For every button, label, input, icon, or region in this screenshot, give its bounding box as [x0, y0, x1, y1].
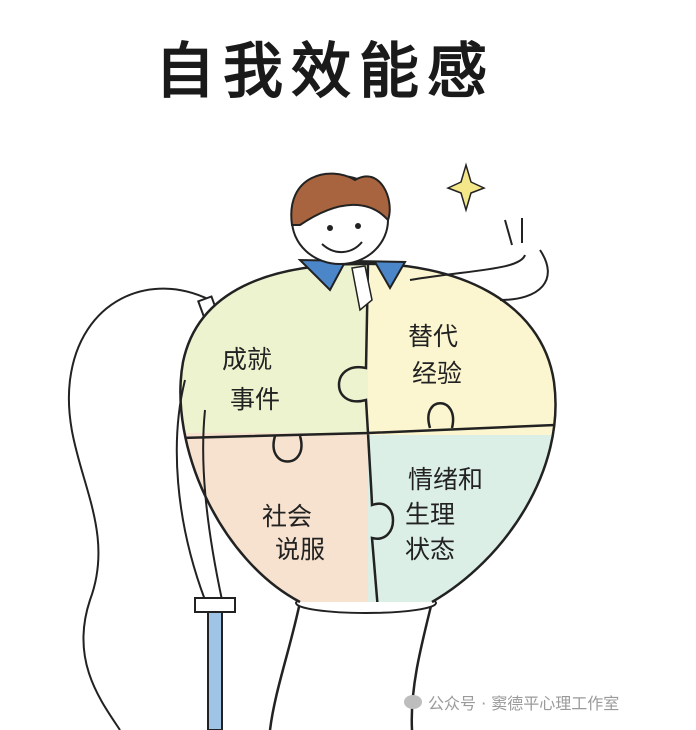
pump-handle	[194, 597, 236, 613]
watermark-text: 公众号 · 窦德平心理工作室	[428, 694, 620, 713]
puzzle-lines	[180, 263, 556, 602]
label-persuasion-1: 社会	[262, 502, 312, 531]
bulb-neck	[268, 601, 434, 730]
page-title: 自我效能感	[155, 37, 495, 107]
hair	[290, 172, 391, 226]
watermark: 公众号 · 窦德平心理工作室	[404, 690, 619, 714]
puzzle-knob	[427, 402, 455, 429]
piece-bottom-right	[368, 435, 556, 602]
label-achievement-1: 成就	[222, 345, 272, 374]
shirt-collar	[297, 258, 407, 292]
label-emotional-2: 生理	[405, 500, 455, 529]
label-vicarious-1: 替代	[408, 322, 458, 351]
victory-hand	[504, 218, 523, 246]
label-emotional-3: 状态	[405, 535, 455, 564]
eye	[327, 225, 333, 231]
tie	[351, 265, 373, 312]
wechat-icon	[404, 695, 422, 709]
puzzle-knob	[272, 435, 303, 463]
label-emotional-1: 情绪和	[408, 465, 483, 494]
pump-hose	[67, 287, 211, 730]
left-arm	[175, 379, 223, 601]
smile	[321, 241, 363, 253]
eye	[355, 223, 361, 229]
right-arm	[409, 249, 549, 301]
label-vicarious-2: 经验	[412, 359, 462, 388]
label-persuasion-2: 说服	[275, 535, 325, 564]
bulb-outline	[179, 262, 557, 604]
sparkle-icon	[446, 162, 486, 213]
pump-rod	[207, 611, 223, 730]
label-achievement-2: 事件	[230, 385, 280, 414]
